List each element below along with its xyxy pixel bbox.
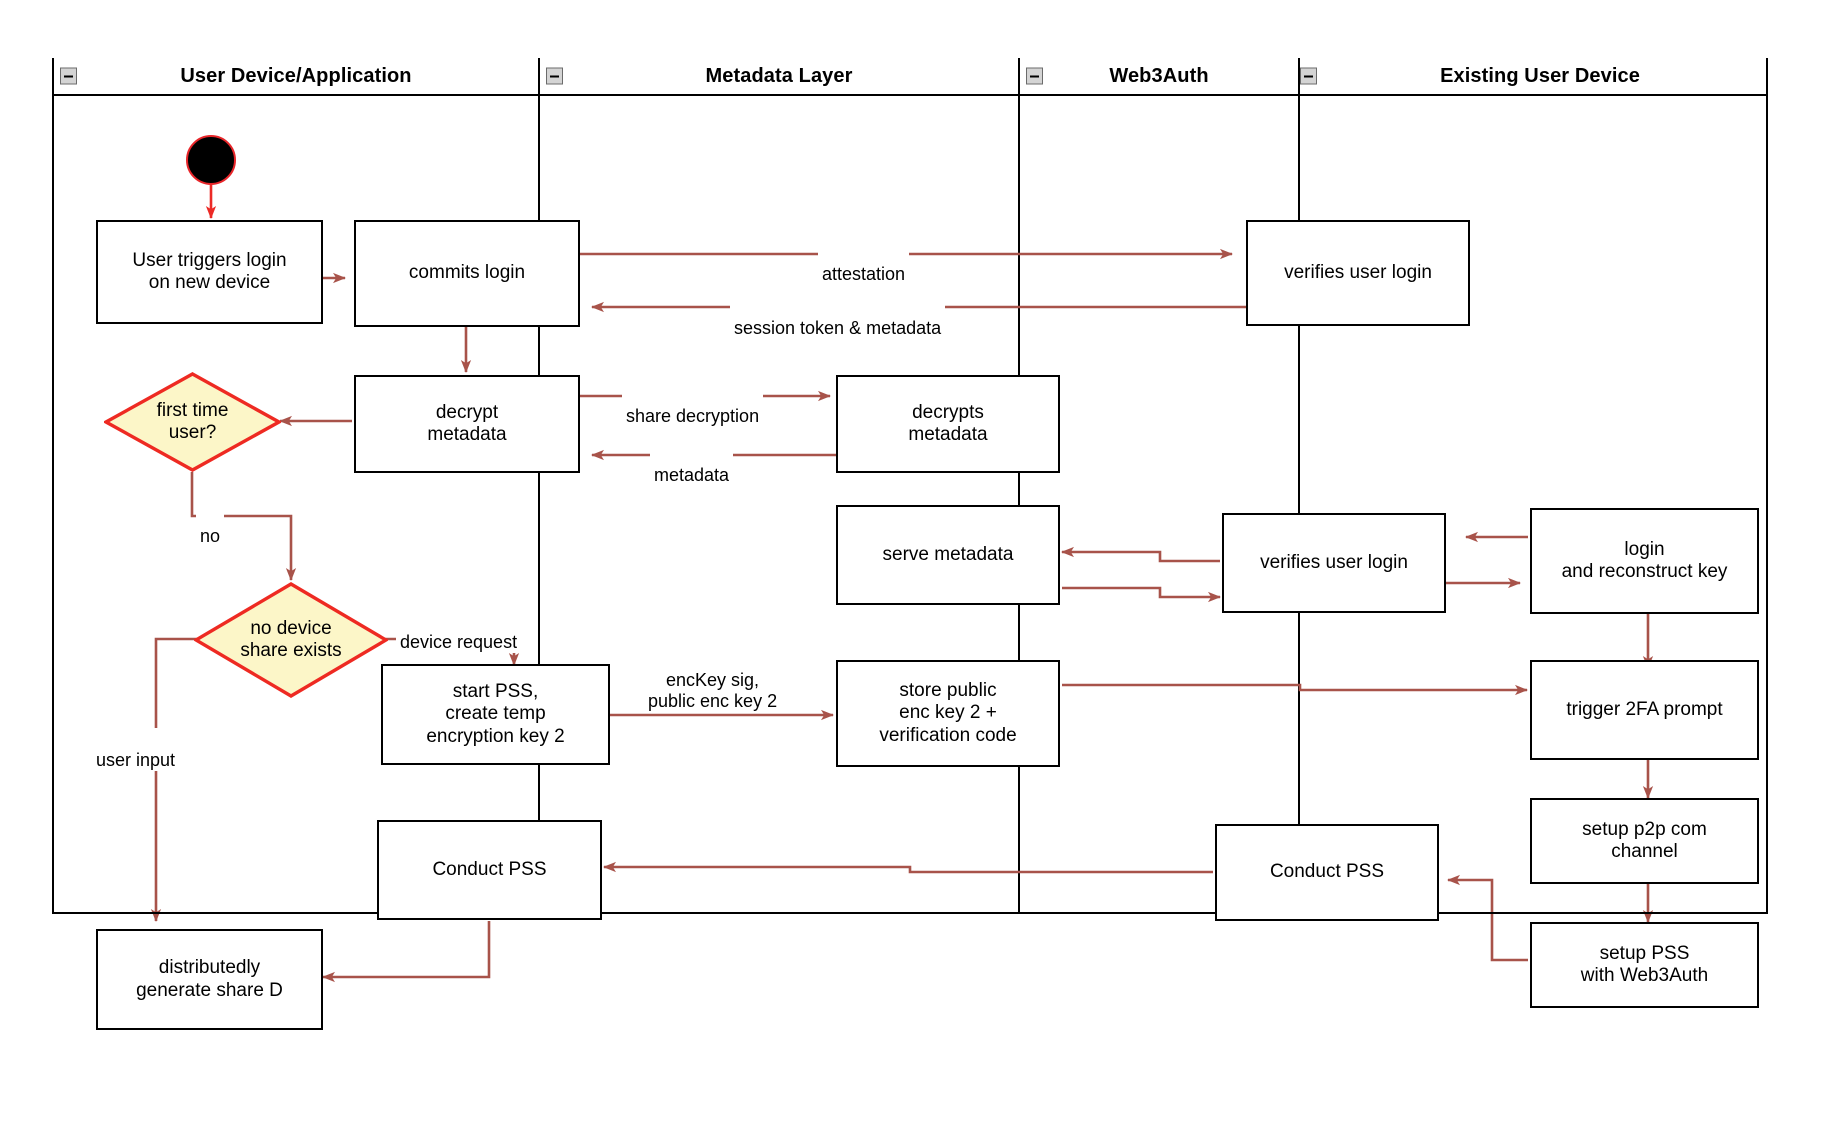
lane-title: Metadata Layer <box>705 64 853 87</box>
diamond-shape <box>104 372 281 472</box>
minus-box-icon[interactable] <box>60 67 77 85</box>
activity-label: Conduct PSS <box>432 858 547 880</box>
activity-conduct-pss-user[interactable]: Conduct PSS <box>377 820 602 920</box>
edge-label-device-request: device request <box>396 610 522 654</box>
activity-user-triggers-login[interactable]: User triggers login on new device <box>96 220 323 324</box>
activity-setup-p2p-channel[interactable]: setup p2p com channel <box>1530 798 1759 884</box>
edge-label-text: device request <box>400 631 518 652</box>
activity-label: setup PSS with Web3Auth <box>1580 942 1709 986</box>
edge-label-text: user input <box>96 749 176 770</box>
activity-label: Conduct PSS <box>1269 861 1385 883</box>
lane-title: User Device/Application <box>180 64 412 87</box>
activity-login-reconstruct-key[interactable]: login and reconstruct key <box>1530 508 1759 614</box>
decision-first-time-user[interactable]: first time user? <box>104 372 281 472</box>
activity-verifies-login-1[interactable]: verifies user login <box>1246 220 1470 326</box>
decision-no-device-share-exists[interactable]: no device share exists <box>194 582 388 698</box>
decision-label: first time user? <box>156 399 229 443</box>
activity-label: trigger 2FA prompt <box>1566 698 1723 720</box>
lane-title: Existing User Device <box>1440 64 1640 87</box>
activity-label: serve metadata <box>882 543 1014 565</box>
activity-trigger-2fa-prompt[interactable]: trigger 2FA prompt <box>1530 660 1759 760</box>
minus-box-icon[interactable] <box>546 67 563 85</box>
lane-header-existing-device[interactable]: Existing User Device <box>1300 58 1768 96</box>
edge-label-share-decryption: share decryption <box>622 384 764 428</box>
activity-label: User triggers login on new device <box>132 249 287 293</box>
diamond-shape <box>194 582 388 698</box>
activity-generate-share-d[interactable]: distributedly generate share D <box>96 929 323 1030</box>
activity-label: commits login <box>408 262 526 284</box>
decision-label: no device share exists <box>240 617 342 661</box>
activity-label: setup p2p com channel <box>1582 818 1707 862</box>
activity-commits-login[interactable]: commits login <box>354 220 580 327</box>
edge-label-text: attestation <box>822 263 906 284</box>
edge-label-text: encKey sig, public enc key 2 <box>648 669 778 712</box>
lane-body-user-device <box>52 96 540 914</box>
minus-box-icon[interactable] <box>1300 67 1317 85</box>
minus-box-icon[interactable] <box>1026 67 1043 85</box>
edge-label-text: share decryption <box>626 405 760 426</box>
edge-label-metadata: metadata <box>650 443 734 487</box>
activity-label: verifies user login <box>1260 551 1408 573</box>
lane-header-web3auth[interactable]: Web3Auth <box>1020 58 1300 96</box>
lane-body-web3auth <box>1020 96 1300 914</box>
activity-store-public-key[interactable]: store public enc key 2 + verification co… <box>836 660 1060 767</box>
edge-label-text: no <box>200 525 221 546</box>
activity-decrypt-metadata[interactable]: decrypt metadata <box>354 375 580 473</box>
edge-label-user-input: user input <box>92 728 180 772</box>
edge-label-text: metadata <box>654 464 730 485</box>
edge-label-session-token: session token & metadata <box>730 296 946 340</box>
edge-label-text: session token & metadata <box>734 317 942 338</box>
activity-label: login and reconstruct key <box>1561 538 1728 582</box>
lane-body-existing-device <box>1300 96 1768 914</box>
activity-start-pss[interactable]: start PSS, create temp encryption key 2 <box>381 664 610 765</box>
activity-label: distributedly generate share D <box>136 957 283 1001</box>
activity-label: decrypt metadata <box>427 401 507 445</box>
activity-conduct-pss-web3auth[interactable]: Conduct PSS <box>1215 824 1439 921</box>
edge-label-attestation: attestation <box>818 242 910 286</box>
decision-label-wrap: no device share exists <box>194 582 388 698</box>
activity-setup-pss-with-web3auth[interactable]: setup PSS with Web3Auth <box>1530 922 1759 1008</box>
edge-label-no: no <box>196 504 225 548</box>
activity-verifies-login-2[interactable]: verifies user login <box>1222 513 1446 613</box>
lane-frame-bottom <box>52 912 1768 914</box>
activity-label: verifies user login <box>1284 261 1432 283</box>
activity-label: store public enc key 2 + verification co… <box>879 679 1017 746</box>
initial-node <box>186 135 236 185</box>
activity-label: start PSS, create temp encryption key 2 <box>426 680 565 747</box>
activity-label: decrypts metadata <box>908 401 988 445</box>
lane-header-user-device[interactable]: User Device/Application <box>52 58 540 96</box>
decision-label-wrap: first time user? <box>104 372 281 472</box>
lane-title: Web3Auth <box>1109 64 1209 87</box>
edge-label-enckey-sig: encKey sig, public enc key 2 <box>644 648 782 713</box>
activity-decrypts-metadata[interactable]: decrypts metadata <box>836 375 1060 473</box>
lane-header-metadata-layer[interactable]: Metadata Layer <box>540 58 1020 96</box>
activity-serve-metadata[interactable]: serve metadata <box>836 505 1060 605</box>
